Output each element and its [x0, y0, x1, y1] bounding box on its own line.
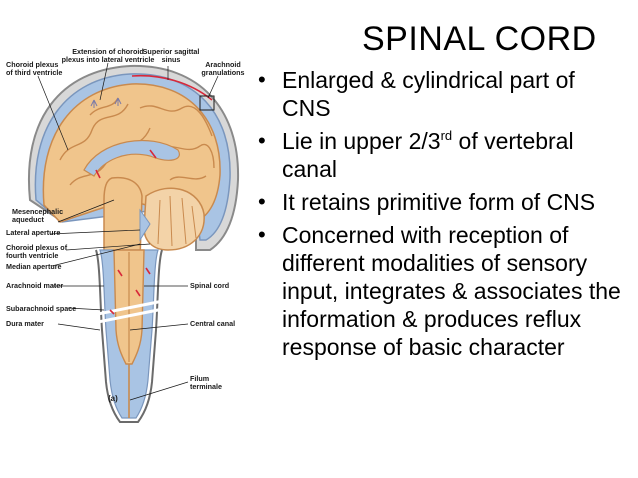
bullet-text: It retains primitive form of CNS — [282, 189, 596, 215]
bullet-text: Concerned with reception of different mo… — [282, 222, 621, 360]
label-central-canal: Central canal — [190, 319, 236, 328]
brain-spinal-cord-illustration — [28, 62, 240, 423]
label-subarachnoid-space: Subarachnoid space — [6, 304, 77, 313]
label-lateral-aperture: Lateral aperture — [6, 228, 61, 237]
slide-title: SPINAL CORD — [362, 20, 597, 58]
cerebellum — [143, 187, 205, 251]
choroid-tufts — [90, 97, 122, 108]
bullet-item: Enlarged & cylindrical part of CNS — [256, 66, 628, 122]
leader-lines — [37, 62, 219, 401]
cerebellum-folia — [157, 195, 197, 247]
bullet-item: It retains primitive form of CNS — [256, 188, 628, 216]
bullet-text-after: of vertebral canal — [282, 128, 574, 182]
bullet-item: Concerned with reception of different mo… — [256, 221, 628, 361]
fourth-ventricle — [139, 208, 151, 242]
label-dura-mater: Dura mater — [6, 319, 44, 328]
bullet-superscript: rd — [440, 128, 453, 143]
arachnoid-granulation-box — [199, 95, 215, 111]
lateral-ventricle — [83, 139, 180, 177]
label-arachnoid-mater: Arachnoid mater — [6, 281, 64, 290]
bullet-text-before: Lie in upper 2/3 — [282, 128, 441, 154]
spinal-dura — [95, 249, 163, 423]
bullet-item: Lie in upper 2/3rd of vertebral canal — [256, 127, 628, 183]
label-median-aperture: Median aperture — [6, 262, 62, 271]
bullet-list: Enlarged & cylindrical part of CNS Lie i… — [256, 66, 628, 366]
label-spinal-cord: Spinal cord — [190, 281, 230, 290]
section-break — [87, 298, 169, 326]
bullet-text: Enlarged & cylindrical part of CNS — [282, 67, 575, 121]
blood-vessels — [95, 74, 213, 315]
label-panel-a: (a) — [108, 394, 118, 403]
